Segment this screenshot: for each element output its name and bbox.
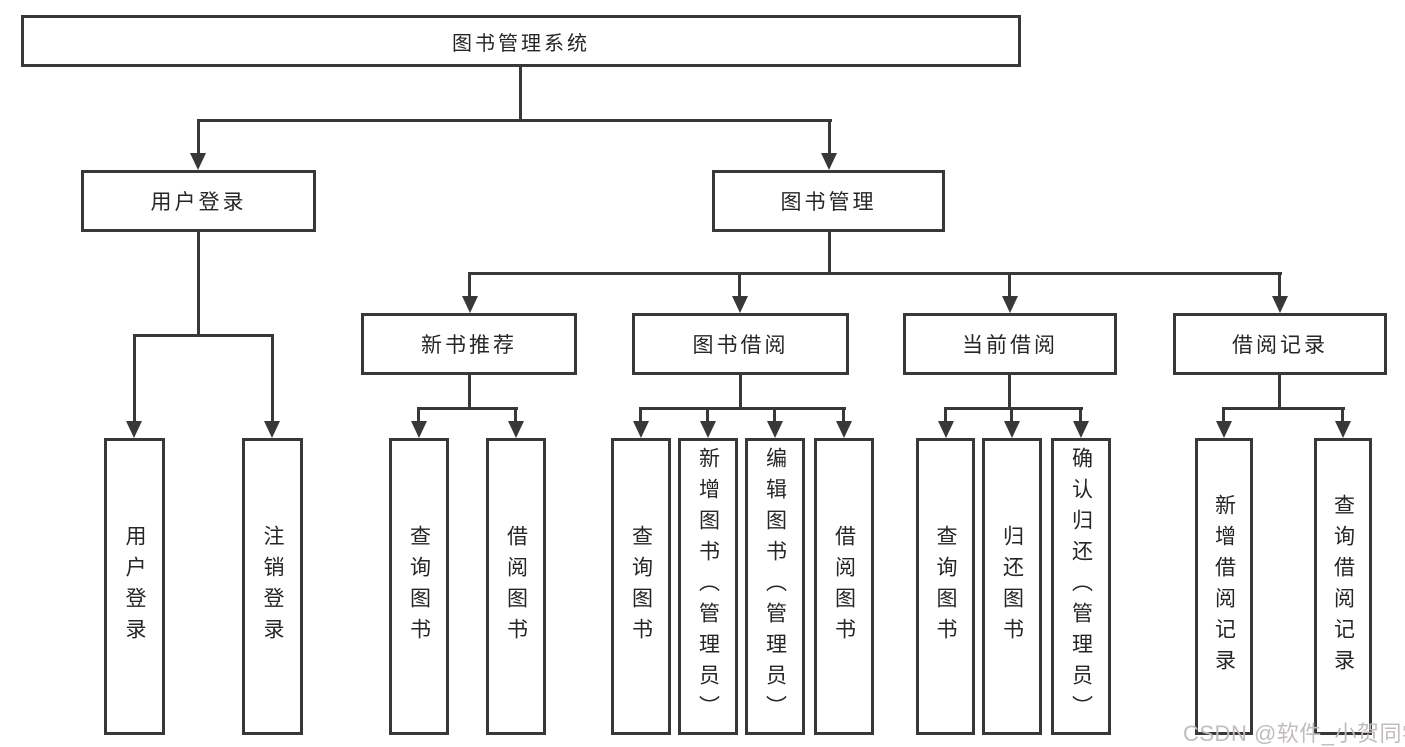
connector-line	[706, 407, 709, 422]
connector-line	[1010, 407, 1013, 422]
connector-line	[1341, 407, 1344, 422]
arrowhead-down	[1004, 421, 1020, 438]
leaf-search-books-borrowing: 查询图书	[611, 438, 671, 735]
connector-line	[1008, 272, 1011, 298]
node-label: 编辑图书（管理员）	[763, 447, 787, 726]
leaf-borrow-books-borrowing: 借阅图书	[814, 438, 874, 735]
node-label: 当前借阅	[962, 334, 1058, 357]
connector-line	[1278, 375, 1281, 410]
connector-line	[639, 407, 846, 410]
node-label: 借阅图书	[504, 524, 528, 649]
node-book-borrowing: 图书借阅	[632, 313, 849, 375]
node-label: 新增图书（管理员）	[696, 447, 720, 726]
connector-line	[133, 334, 136, 422]
node-label: 用户登录	[150, 191, 247, 214]
connector-line	[197, 232, 200, 337]
connector-line	[842, 407, 845, 422]
connector-line	[1278, 272, 1281, 298]
connector-line	[197, 119, 832, 122]
leaf-confirm-return-admin: 确认归还（管理员）	[1051, 438, 1111, 735]
node-root: 图书管理系统	[21, 15, 1021, 67]
arrowhead-down	[1073, 421, 1089, 438]
leaf-logout: 注销登录	[242, 438, 303, 735]
arrowhead-down	[767, 421, 783, 438]
leaf-add-book-admin: 新增图书（管理员）	[678, 438, 738, 735]
arrowhead-down	[411, 421, 427, 438]
arrowhead-down	[126, 421, 142, 438]
node-user-login: 用户登录	[81, 170, 316, 232]
node-label: 注销登录	[261, 524, 284, 649]
node-book-management: 图书管理	[712, 170, 945, 232]
connector-line	[1222, 407, 1345, 410]
node-label: 查询图书	[407, 524, 431, 649]
leaf-search-borrow-record: 查询借阅记录	[1314, 438, 1372, 735]
leaf-search-books-recommend: 查询图书	[389, 438, 449, 735]
node-label: 新书推荐	[421, 334, 517, 357]
node-current-borrowing: 当前借阅	[903, 313, 1117, 375]
arrowhead-down	[1335, 421, 1351, 438]
node-label: 图书管理	[780, 191, 877, 214]
connector-line	[468, 272, 1282, 275]
connector-line	[639, 407, 642, 422]
connector-line	[468, 375, 471, 410]
arrowhead-down	[633, 421, 649, 438]
arrowhead-down	[462, 296, 478, 313]
leaf-borrow-books-recommend: 借阅图书	[486, 438, 546, 735]
connector-line	[944, 407, 1083, 410]
leaf-edit-book-admin: 编辑图书（管理员）	[745, 438, 805, 735]
node-label: 借阅图书	[832, 524, 856, 649]
node-label: 归还图书	[1000, 524, 1024, 649]
arrowhead-down	[700, 421, 716, 438]
leaf-search-books-current: 查询图书	[916, 438, 975, 735]
connector-line	[468, 272, 471, 298]
node-label: 查询图书	[934, 524, 957, 649]
connector-line	[739, 375, 742, 410]
leaf-user-login: 用户登录	[104, 438, 165, 735]
arrowhead-down	[1216, 421, 1232, 438]
leaf-return-books: 归还图书	[982, 438, 1042, 735]
connector-line	[773, 407, 776, 422]
connector-line	[944, 407, 947, 422]
connector-line	[417, 407, 420, 422]
node-label: 确认归还（管理员）	[1069, 447, 1093, 726]
leaf-add-borrow-record: 新增借阅记录	[1195, 438, 1253, 735]
node-label: 借阅记录	[1232, 334, 1328, 357]
node-label: 图书管理系统	[452, 32, 590, 55]
connector-line	[417, 407, 518, 410]
connector-line	[1079, 407, 1082, 422]
arrowhead-down	[190, 153, 206, 170]
arrowhead-down	[1002, 296, 1018, 313]
connector-line	[519, 67, 522, 122]
csdn-watermark: CSDN @软件_小贺同学	[1183, 721, 1405, 746]
node-label: 用户登录	[123, 524, 146, 649]
connector-line	[828, 232, 831, 275]
connector-line	[1222, 407, 1225, 422]
node-label: 查询图书	[629, 524, 653, 649]
node-label: 查询借阅记录	[1331, 493, 1355, 680]
connector-line	[271, 334, 274, 422]
connector-line	[197, 119, 200, 155]
connector-line	[514, 407, 517, 422]
connector-line	[828, 119, 831, 155]
node-new-book-recommend: 新书推荐	[361, 313, 577, 375]
node-label: 图书借阅	[692, 334, 789, 357]
arrowhead-down	[732, 296, 748, 313]
arrowhead-down	[264, 421, 280, 438]
arrowhead-down	[821, 153, 837, 170]
connector-line	[738, 272, 741, 298]
connector-line	[1008, 375, 1011, 410]
connector-line	[133, 334, 274, 337]
arrowhead-down	[508, 421, 524, 438]
node-borrowing-records: 借阅记录	[1173, 313, 1387, 375]
arrowhead-down	[1272, 296, 1288, 313]
arrowhead-down	[938, 421, 954, 438]
arrowhead-down	[836, 421, 852, 438]
node-label: 新增借阅记录	[1212, 493, 1236, 680]
